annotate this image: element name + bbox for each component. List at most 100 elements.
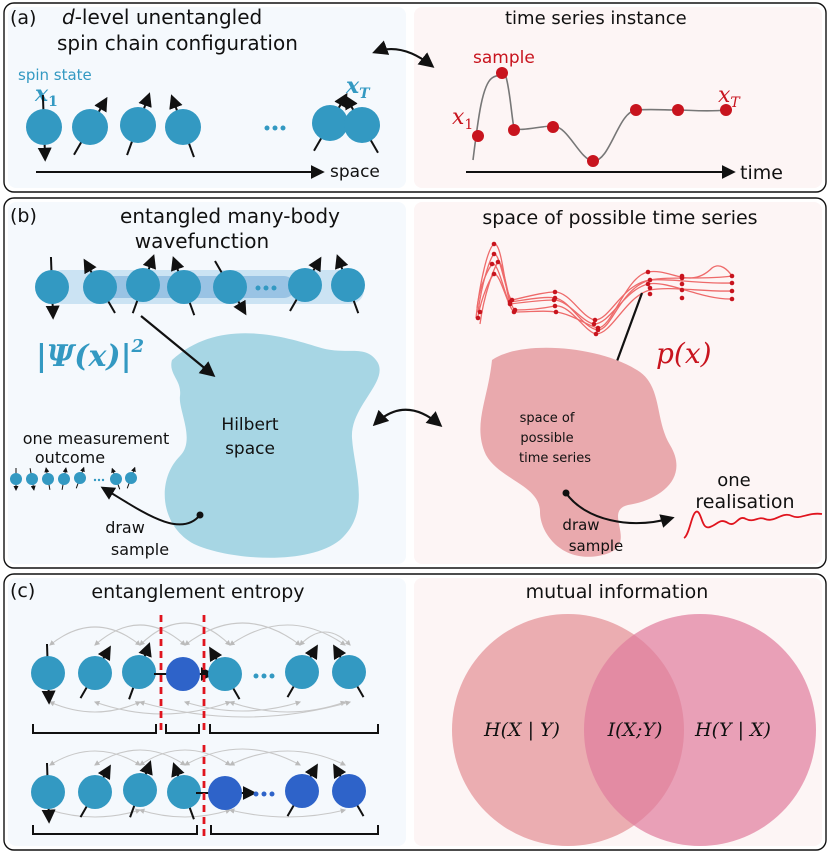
venn-left-label: H(X | Y) [483, 719, 560, 741]
interaction-arcs-top [48, 622, 352, 718]
spin-ball [166, 657, 200, 691]
spin [331, 254, 365, 314]
trajectory-sample [553, 309, 559, 315]
draw-right-line2: sample [569, 537, 624, 555]
spin-ball [285, 655, 319, 689]
spin-ball [78, 775, 112, 809]
trajectory-sample [679, 295, 685, 301]
panel-c: (c) entanglement entropy mutual informat… [3, 573, 827, 851]
sample-point [587, 155, 599, 167]
spin [10, 468, 22, 491]
draw-sample-arrow-right [565, 492, 675, 528]
spin [332, 763, 366, 817]
sample-point [720, 104, 732, 116]
interaction-arc [139, 749, 231, 766]
spin [26, 468, 38, 491]
spin-chain-c1 [31, 642, 366, 705]
trajectory-sample [679, 281, 685, 287]
bracket-region-left [32, 825, 198, 835]
spin-chain-c2 [31, 760, 366, 824]
x1-label: x1 [34, 81, 58, 110]
bracket-region-a [32, 724, 157, 734]
ellipsis-dot [253, 673, 259, 679]
spin-ball [125, 472, 137, 484]
measurement-line1: one measurement [23, 429, 169, 448]
interaction-arc [138, 700, 352, 718]
spin-ball [344, 107, 380, 143]
trajectory-sample [645, 269, 651, 275]
ellipsis-dot [253, 791, 259, 797]
spin-ball [120, 107, 156, 143]
ellipsis-dot [264, 125, 270, 131]
spin-ball [31, 775, 65, 809]
ellipsis-dot [255, 285, 261, 291]
trajectory-sample [729, 280, 735, 286]
draw-sample-arrow-left [100, 486, 201, 526]
panel-a-right-bg [414, 7, 822, 188]
interaction-arc [228, 808, 347, 818]
space-line3: time series [519, 451, 591, 466]
spin-ball [74, 472, 86, 484]
sample-label: sample [473, 48, 535, 68]
trajectory-sample [475, 315, 481, 321]
ellipsis-dot [261, 673, 267, 679]
ellipsis-dot [272, 125, 278, 131]
spin [72, 96, 108, 156]
panel-c-right-title: mutual information [526, 581, 709, 603]
bracket-region-c [209, 724, 379, 734]
interaction-arc [49, 626, 141, 646]
spin-ball [285, 774, 319, 808]
space-line1: space of [520, 411, 575, 426]
spin-ball [312, 105, 348, 141]
interaction-arc [229, 624, 346, 646]
trajectory-sample [729, 288, 735, 294]
realisation-line1: one [717, 470, 751, 491]
px-label: p(x) [656, 337, 712, 370]
interaction-arc [138, 808, 232, 818]
ellipsis-dot [280, 125, 286, 131]
spin-state-label: spin state [18, 66, 92, 84]
trajectory-sample [552, 289, 558, 295]
spin [78, 764, 112, 818]
sample-point [630, 104, 642, 116]
time-label: time [740, 162, 783, 184]
sample-point [508, 124, 520, 136]
spin [110, 467, 122, 490]
realisation-curve [683, 510, 823, 539]
time-series-space-blob [480, 347, 677, 557]
spin [120, 92, 156, 156]
measurement-outcome-chain [10, 466, 137, 491]
spin-ball [78, 656, 112, 690]
trajectory-sample [679, 273, 685, 279]
draw-left-line1: draw [105, 518, 145, 537]
spin-ball [123, 773, 157, 807]
ellipsis-dot [263, 285, 269, 291]
panel-a-left-bg [8, 7, 406, 188]
spin-ball [72, 109, 108, 145]
venn-mid-label: I(X;Y) [607, 719, 663, 741]
spin [125, 466, 137, 489]
trajectory-sample [647, 277, 653, 283]
xT-label: xT [345, 73, 371, 102]
spin-ball [35, 270, 69, 304]
spin-ball [167, 270, 201, 304]
spin [35, 256, 69, 320]
spin-ball [208, 776, 242, 810]
spin [74, 466, 86, 489]
panel-b-title-line1: entangled many-body [120, 204, 340, 228]
spin [196, 776, 257, 810]
spin [165, 94, 201, 158]
spin-ball [167, 775, 201, 809]
interaction-arc [184, 622, 301, 646]
mapping-arrow-a [372, 40, 435, 68]
bracket-region-right [210, 825, 379, 835]
trajectory-sample [491, 241, 497, 247]
spin [83, 258, 117, 314]
sample-point [547, 121, 559, 133]
time-series-samples [472, 67, 732, 167]
spin [78, 645, 112, 699]
space-label: space [330, 162, 380, 182]
interaction-arc [299, 631, 351, 646]
spin [122, 642, 156, 700]
ellipsis-dot [269, 791, 275, 797]
